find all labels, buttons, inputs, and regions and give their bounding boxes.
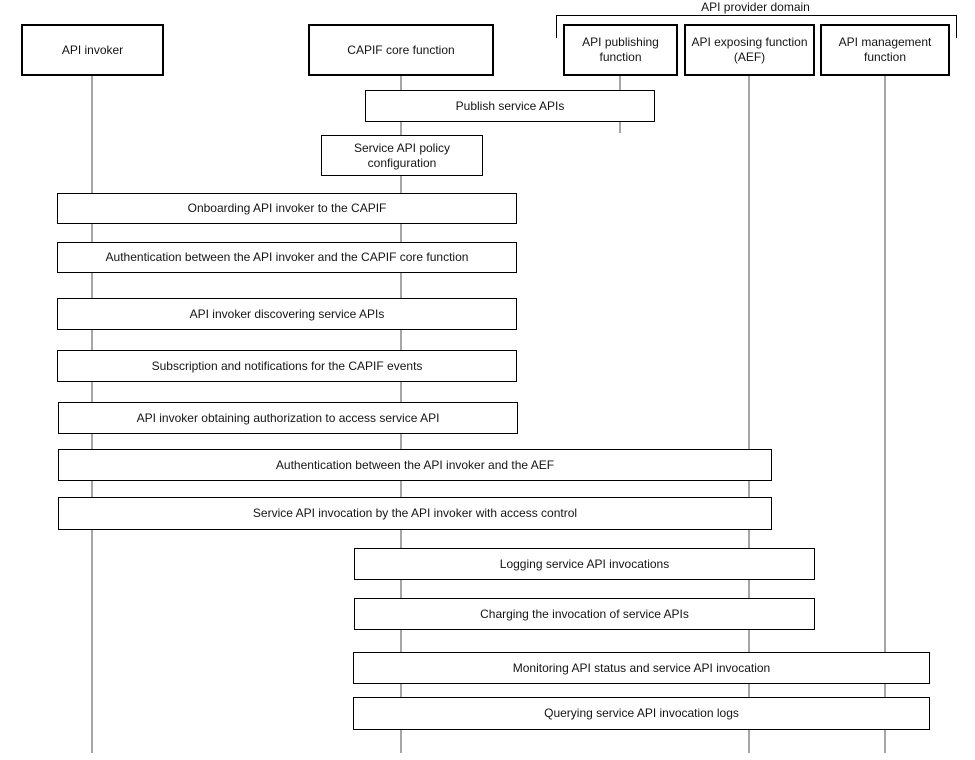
entity-api-exposing-function: API exposing function (AEF)	[684, 24, 815, 76]
provider-domain-bracket	[556, 15, 957, 38]
lifeline-api-exposing-function	[748, 76, 750, 753]
entity-api-management-function-label: API management function	[838, 35, 932, 64]
action-label: Logging service API invocations	[499, 556, 670, 571]
action-authentication-invoker-capif: Authentication between the API invoker a…	[57, 242, 517, 273]
action-charging-invocation: Charging the invocation of service APIs	[354, 598, 815, 630]
action-label: Onboarding API invoker to the CAPIF	[187, 201, 387, 215]
action-label: Authentication between the API invoker a…	[105, 250, 469, 264]
action-monitoring-api-status: Monitoring API status and service API in…	[353, 652, 930, 684]
entity-api-publishing-function: API publishing function	[563, 24, 678, 76]
entity-api-management-function: API management function	[820, 24, 950, 76]
action-service-api-invocation: Service API invocation by the API invoke…	[58, 497, 772, 530]
action-label: API invoker obtaining authorization to a…	[136, 410, 440, 425]
entity-api-invoker: API invoker	[21, 24, 164, 76]
action-label: Charging the invocation of service APIs	[480, 606, 689, 621]
action-publish-service-apis: Publish service APIs	[365, 90, 655, 122]
entity-api-invoker-label: API invoker	[61, 42, 124, 57]
action-label: Subscription and notifications for the C…	[151, 358, 423, 373]
action-discovering-service-apis: API invoker discovering service APIs	[57, 298, 517, 330]
action-obtaining-authorization: API invoker obtaining authorization to a…	[58, 402, 518, 434]
entity-api-publishing-function-label: API publishing function	[582, 35, 659, 64]
action-authentication-invoker-aef: Authentication between the API invoker a…	[58, 449, 772, 481]
action-label: Monitoring API status and service API in…	[512, 660, 771, 675]
entity-capif-core-function: CAPIF core function	[308, 24, 494, 76]
entity-api-exposing-function-label: API exposing function (AEF)	[691, 35, 808, 64]
action-logging-invocations: Logging service API invocations	[354, 548, 815, 580]
action-label: API invoker discovering service APIs	[189, 306, 385, 321]
lifeline-api-management-function	[884, 76, 886, 753]
provider-domain-label: API provider domain	[701, 0, 810, 14]
action-label: Service API policy configuration	[353, 140, 451, 170]
entity-capif-core-function-label: CAPIF core function	[347, 42, 455, 57]
action-label: Service API invocation by the API invoke…	[252, 506, 578, 520]
action-subscription-notifications: Subscription and notifications for the C…	[57, 350, 517, 382]
action-label: Publish service APIs	[455, 98, 565, 113]
action-label: Authentication between the API invoker a…	[275, 457, 555, 472]
action-label: Querying service API invocation logs	[544, 706, 739, 720]
action-service-api-policy-configuration: Service API policy configuration	[321, 135, 483, 176]
action-onboarding-api-invoker: Onboarding API invoker to the CAPIF	[57, 193, 517, 224]
action-querying-invocation-logs: Querying service API invocation logs	[353, 697, 930, 730]
